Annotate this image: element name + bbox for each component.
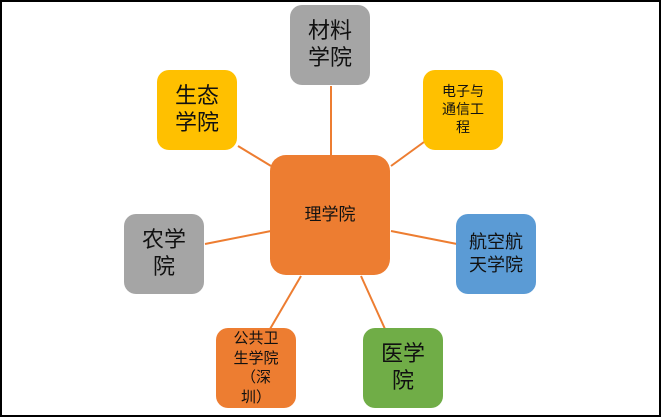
node-label: 医学院 [380,341,425,395]
node-aerospace: 航空航天学院 [456,214,536,294]
link-electronics [390,141,425,167]
node-ecology: 生态学院 [157,70,237,150]
node-label: 理学院 [304,204,356,225]
node-agriculture: 农学院 [124,214,204,294]
node-label: 电子与通信工程 [442,83,484,137]
node-medicine: 医学院 [363,328,443,408]
node-label: 农学院 [141,227,186,281]
link-ecology [237,145,272,167]
node-label: 航空航天学院 [469,231,523,276]
node-public-health: 公共卫生学院（深圳） [216,328,296,408]
link-agriculture [204,230,272,245]
node-label: 公共卫生学院（深圳） [233,329,279,406]
node-label: 生态学院 [174,83,219,137]
node-electronics: 电子与通信工程 [423,70,503,150]
node-materials: 材料学院 [290,5,370,85]
link-medicine [360,275,386,330]
center-node-science: 理学院 [270,155,390,275]
link-public-health [269,275,302,330]
link-aerospace [390,230,458,245]
node-label: 材料学院 [307,18,352,72]
